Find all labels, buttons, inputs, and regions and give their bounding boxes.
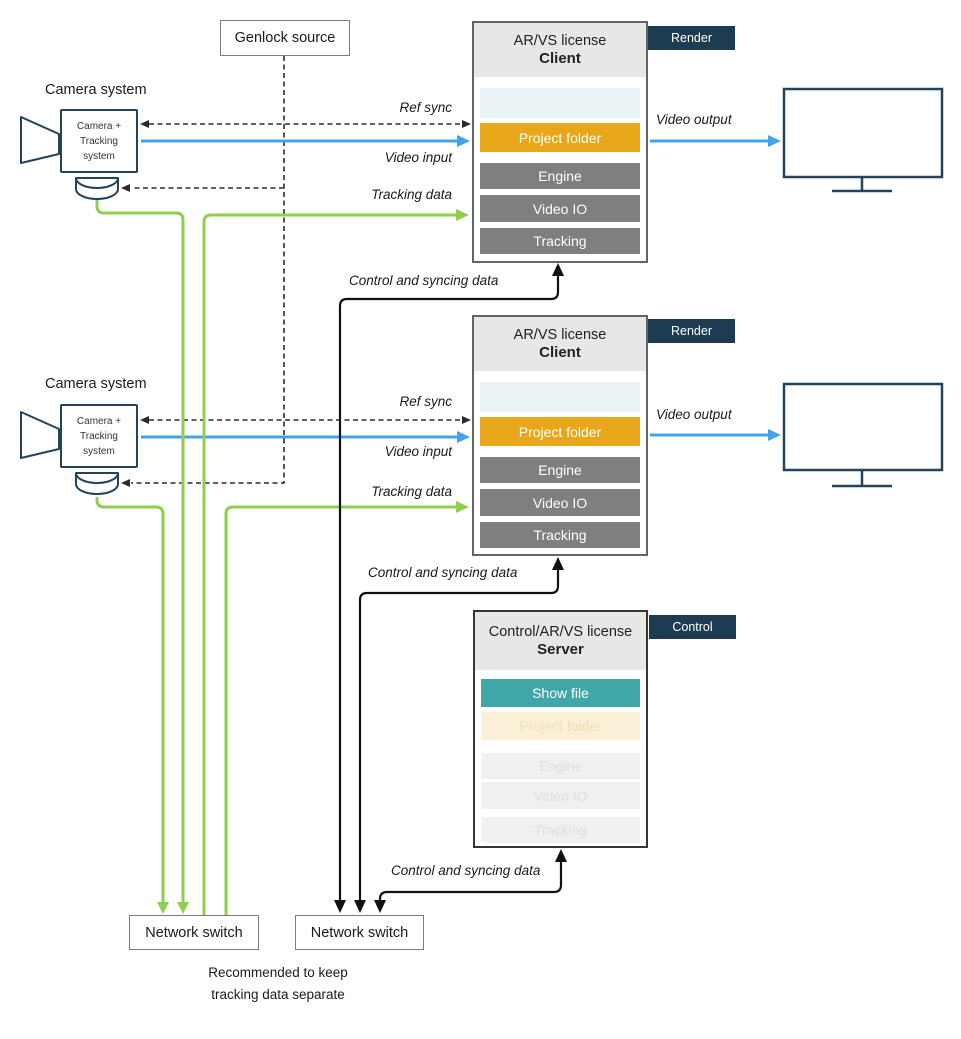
server-node: Control/AR/VS license Server Show file P… — [473, 610, 648, 848]
client-1-tracking: Tracking — [480, 228, 640, 254]
control-data-label-1: Control and syncing data — [349, 273, 499, 288]
tracking-lines — [95, 200, 457, 915]
camera-device-1: Camera + Tracking system — [60, 109, 138, 173]
server-video-io: Video IO — [481, 782, 640, 809]
tracking-data-label-1: Tracking data — [371, 187, 452, 202]
client-1-project-folder: Project folder — [480, 123, 640, 152]
server-engine: Engine — [481, 753, 640, 779]
client-2-video-io: Video IO — [480, 489, 640, 516]
ref-sync-label-1: Ref sync — [399, 100, 452, 115]
network-switch-tracking: Network switch — [129, 915, 259, 950]
camera-system-1-title: Camera system — [45, 82, 147, 98]
client-2-show-file-slot — [480, 382, 640, 412]
ref-sync-lines — [131, 56, 462, 484]
client-2-tracking: Tracking — [480, 522, 640, 548]
server-control-tag: Control — [649, 615, 736, 639]
server-project-folder: Project folder — [481, 712, 640, 740]
server-license: Control/AR/VS license — [488, 624, 633, 640]
client-1-show-file-slot — [480, 88, 640, 118]
client-1-engine: Engine — [480, 163, 640, 189]
client-2-role: Client — [539, 344, 581, 361]
video-output-label-2: Video output — [656, 407, 732, 422]
camera-system-2-title: Camera system — [45, 376, 147, 392]
ref-sync-label-2: Ref sync — [399, 394, 452, 409]
client-2-render-tag: Render — [648, 319, 735, 343]
tracking-note: Recommended to keep tracking data separa… — [208, 965, 348, 1002]
video-output-label-1: Video output — [656, 112, 732, 127]
client-1-license: AR/VS license — [513, 33, 607, 49]
control-data-label-2: Control and syncing data — [368, 565, 518, 580]
network-switch-tracking-label: Network switch — [145, 924, 243, 941]
network-switch-control: Network switch — [295, 915, 424, 950]
client-2-engine: Engine — [480, 457, 640, 483]
video-lines — [141, 139, 769, 439]
video-input-label-1: Video input — [384, 150, 452, 165]
client-1-role: Client — [539, 50, 581, 67]
server-header: Control/AR/VS license Server — [475, 612, 646, 670]
video-input-label-2: Video input — [384, 444, 452, 459]
client-1-header: AR/VS license Client — [474, 23, 646, 77]
genlock-source-box: Genlock source — [220, 20, 350, 56]
camera-icon-1 — [20, 116, 119, 200]
server-tracking: Tracking — [481, 817, 640, 843]
control-arrowheads — [334, 263, 567, 913]
client-node-2: AR/VS license Client Project folder Engi… — [472, 315, 648, 556]
camera-icon-2 — [20, 411, 119, 495]
tracking-arrowheads — [157, 209, 469, 914]
client-1-render-tag: Render — [648, 26, 735, 50]
control-data-label-3: Control and syncing data — [391, 863, 541, 878]
video-arrowheads — [457, 135, 781, 443]
ref-sync-arrowheads — [121, 120, 471, 487]
client-1-video-io: Video IO — [480, 195, 640, 222]
server-role: Server — [537, 641, 584, 658]
control-lines — [338, 275, 563, 900]
client-2-header: AR/VS license Client — [474, 317, 646, 371]
monitor-icon-2 — [782, 382, 944, 488]
server-show-file: Show file — [481, 679, 640, 707]
camera-device-2: Camera + Tracking system — [60, 404, 138, 468]
genlock-source-label: Genlock source — [234, 30, 336, 46]
client-2-project-folder: Project folder — [480, 417, 640, 446]
tracking-data-label-2: Tracking data — [371, 484, 452, 499]
monitor-icon-1 — [782, 87, 944, 193]
client-2-license: AR/VS license — [513, 327, 607, 343]
client-node-1: AR/VS license Client Project folder Engi… — [472, 21, 648, 263]
network-switch-control-label: Network switch — [310, 924, 409, 941]
